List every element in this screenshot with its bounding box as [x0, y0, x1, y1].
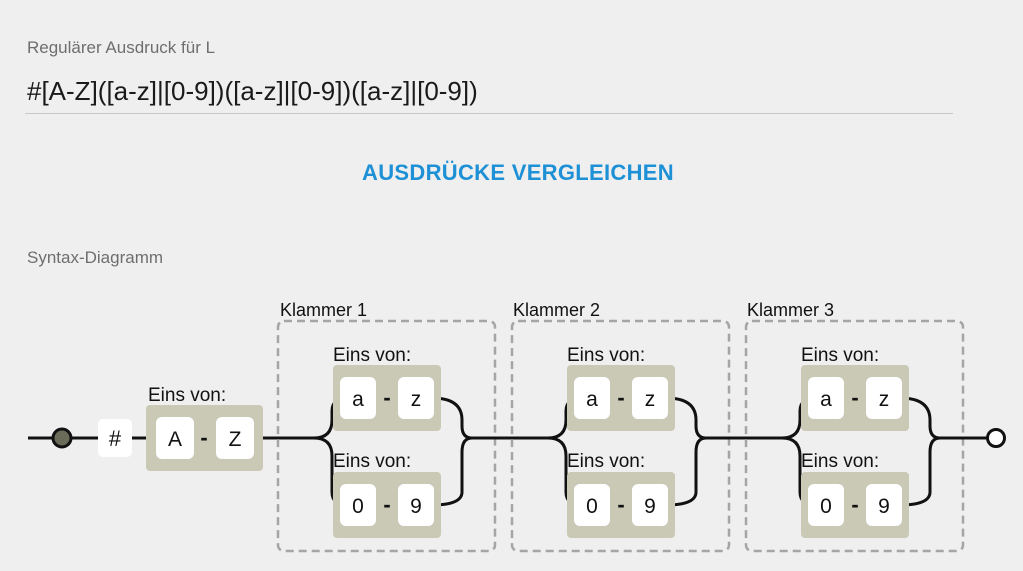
range-to: 9: [410, 495, 422, 518]
choice-label: Eins von:: [333, 345, 411, 366]
range-from-box: [574, 484, 610, 526]
range-to: z: [411, 388, 422, 411]
range-to-box: [632, 484, 668, 526]
range-to: Z: [229, 428, 242, 451]
range-from: 0: [352, 495, 364, 518]
range-from: 0: [820, 495, 832, 518]
range-to: z: [645, 388, 656, 411]
start-node: [51, 427, 73, 449]
range-to-box: [866, 377, 902, 419]
range-dash: -: [617, 385, 624, 410]
range-to-box: [398, 484, 434, 526]
range-from: 0: [586, 495, 598, 518]
syntax-diagram-label: Syntax-Diagramm: [27, 248, 164, 267]
range-dash: -: [383, 385, 390, 410]
range-from-box: [156, 417, 194, 459]
range-from-box: [574, 377, 610, 419]
range-from: A: [168, 428, 182, 451]
branch-line: [431, 436, 473, 507]
range-to-box: [398, 377, 434, 419]
group-klammer-1: Klammer 1 Eins von: a - z Eins von: 0 - …: [276, 300, 548, 553]
range-to-box: [866, 484, 902, 526]
range-to-box: [216, 417, 254, 459]
group-klammer-3: Klammer 3 Eins von: a - z Eins von: 0 - …: [744, 300, 987, 553]
range-dash: -: [851, 492, 858, 517]
branch-line: [899, 436, 941, 507]
range-from: a: [352, 388, 364, 411]
choice-label: Eins von:: [333, 451, 411, 472]
range-to: 9: [644, 495, 656, 518]
range-to: z: [879, 388, 890, 411]
choice-label: Eins von:: [148, 385, 226, 406]
regex-input[interactable]: [25, 70, 953, 114]
choice-label: Eins von:: [567, 345, 645, 366]
group-label: Klammer 3: [747, 300, 834, 320]
range-to: 9: [878, 495, 890, 518]
range-from-box: [340, 377, 376, 419]
range-dash: -: [383, 492, 390, 517]
branch-line: [665, 436, 707, 507]
branch-line: [431, 396, 473, 440]
choice-label: Eins von:: [567, 451, 645, 472]
literal-char: #: [109, 426, 122, 451]
range-from: a: [820, 388, 832, 411]
end-node: [986, 428, 1006, 448]
group-label: Klammer 2: [513, 300, 600, 320]
range-to-box: [632, 377, 668, 419]
choice-label: Eins von:: [801, 345, 879, 366]
range-from-box: [808, 484, 844, 526]
branch-line: [899, 396, 941, 440]
branch-line: [665, 396, 707, 440]
compare-expressions-button[interactable]: AUSDRÜCKE VERGLEICHEN: [353, 153, 683, 193]
regex-field-label: Regulärer Ausdruck für L: [27, 38, 216, 57]
range-dash: -: [851, 385, 858, 410]
range-from: a: [586, 388, 598, 411]
group-label: Klammer 1: [280, 300, 367, 320]
range-from-box: [340, 484, 376, 526]
literal-char-box: [98, 419, 132, 457]
choice-label: Eins von:: [801, 451, 879, 472]
group-klammer-2: Klammer 2 Eins von: a - z Eins von: 0 - …: [510, 300, 782, 553]
range-dash: -: [617, 492, 624, 517]
range-from-box: [808, 377, 844, 419]
range-dash: -: [200, 425, 207, 450]
